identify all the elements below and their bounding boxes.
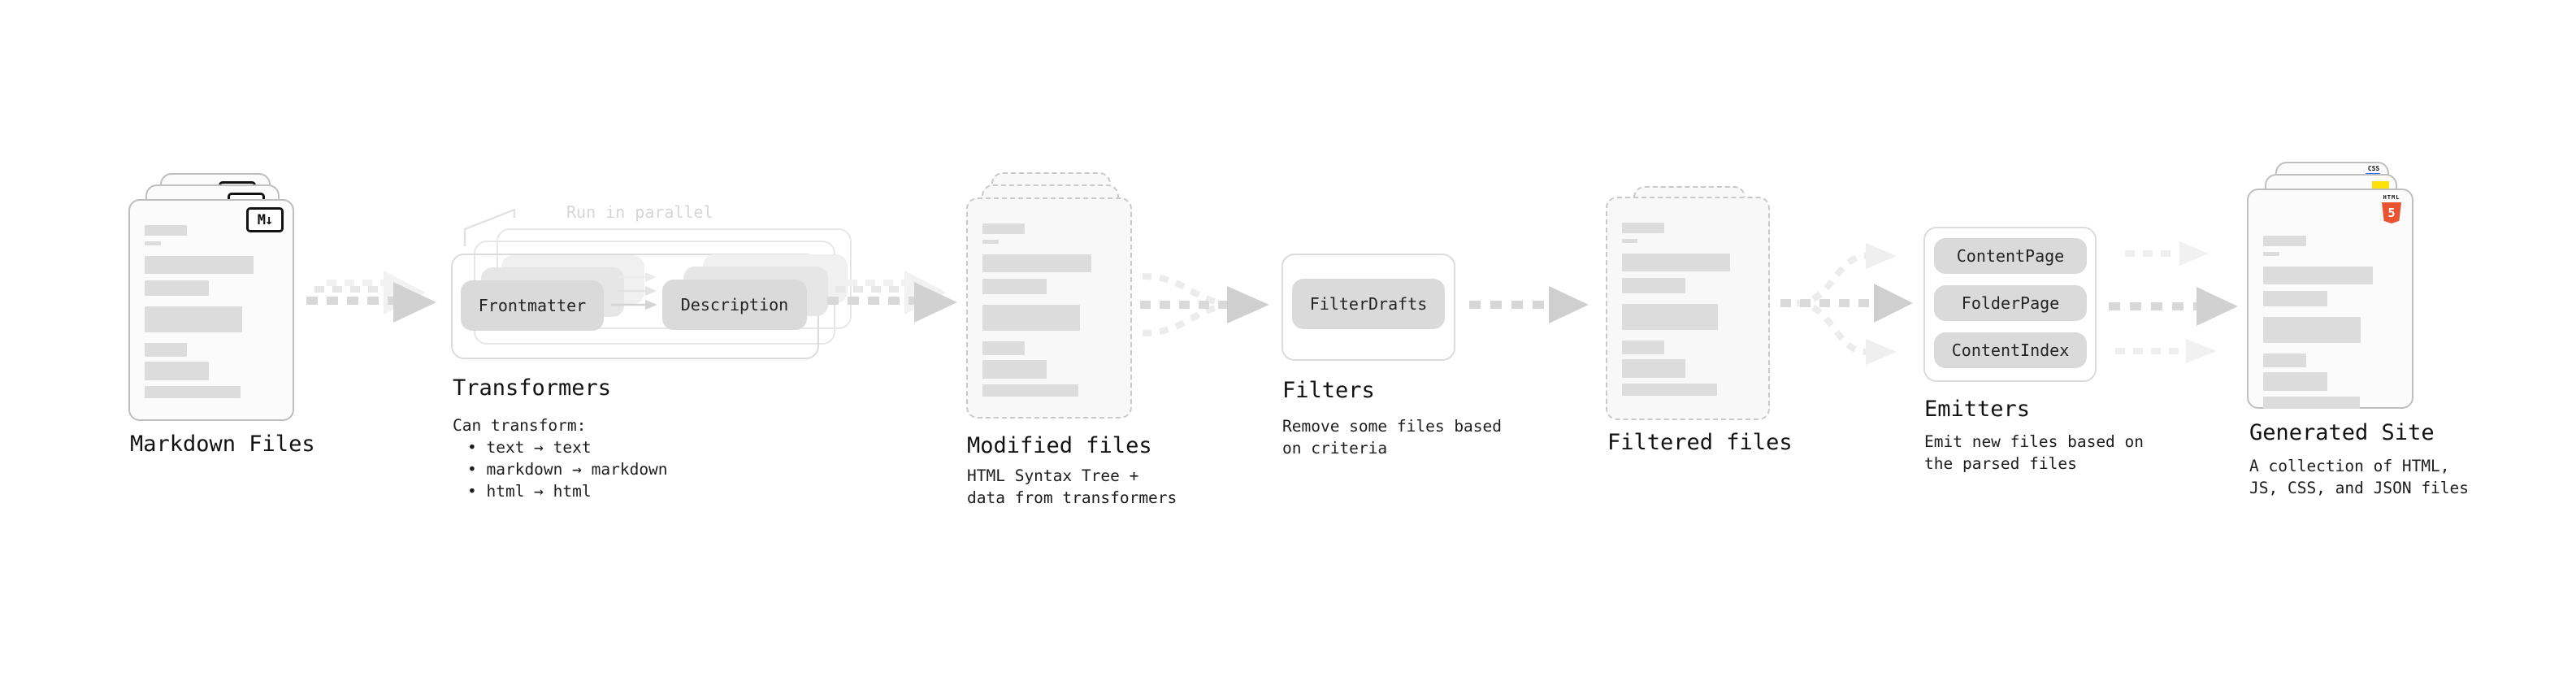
run-in-parallel-annotation: Run in parallel bbox=[566, 202, 713, 222]
emitter-pill-folderpage: FolderPage bbox=[1934, 285, 2087, 321]
generated-site-label: Generated Site bbox=[2249, 420, 2435, 445]
transformer-pill-frontmatter: Frontmatter bbox=[461, 280, 604, 331]
modified-files-description: HTML Syntax Tree + data from transformer… bbox=[967, 465, 1177, 509]
markdown-file-card-front: M↓ bbox=[128, 199, 294, 421]
callout-line-icon bbox=[463, 208, 516, 246]
emitters-label: Emitters bbox=[1924, 397, 2031, 422]
flow-arrow-stacked-icon bbox=[306, 271, 436, 323]
triple-arrow-icon bbox=[2109, 241, 2238, 363]
markdown-files-label: Markdown Files bbox=[130, 432, 315, 457]
bullet-html-to-html: • html → html bbox=[467, 482, 592, 501]
filters-desc-line1: Remove some files based bbox=[1282, 417, 1503, 436]
filtered-files-label: Filtered files bbox=[1607, 430, 1793, 455]
document-placeholder-lines bbox=[145, 225, 278, 398]
modified-files-desc-line2: data from transformers bbox=[967, 488, 1177, 507]
pill-arrows-icon bbox=[611, 272, 657, 310]
bullet-markdown-to-markdown: • markdown → markdown bbox=[467, 460, 668, 479]
generated-site-desc-line1: A collection of HTML, bbox=[2249, 457, 2450, 475]
modified-files-desc-line1: HTML Syntax Tree + bbox=[967, 466, 1139, 485]
can-transform-title: Can transform: bbox=[453, 416, 587, 435]
document-placeholder-lines bbox=[2263, 236, 2397, 409]
flow-arrow-icon bbox=[1469, 286, 1589, 323]
html-file-card: HTML 5 bbox=[2247, 189, 2413, 409]
merge-arrow-icon bbox=[1140, 273, 1269, 336]
filter-pill-filterdrafts: FilterDrafts bbox=[1292, 279, 1445, 329]
split-arrow-icon bbox=[1780, 243, 1913, 365]
filters-description: Remove some files based on criteria bbox=[1282, 415, 1502, 459]
transformer-pill-description: Description bbox=[662, 280, 807, 330]
html5-icon: HTML 5 bbox=[2381, 194, 2402, 223]
generated-site-description: A collection of HTML, JS, CSS, and JSON … bbox=[2249, 455, 2469, 499]
emitters-description: Emit new files based on the parsed files bbox=[1924, 431, 2144, 475]
transformers-description: Can transform: • text → text • markdown … bbox=[453, 414, 668, 502]
filtered-file-card-front bbox=[1606, 197, 1770, 420]
markdown-icon: M↓ bbox=[246, 207, 284, 232]
document-placeholder-lines bbox=[982, 223, 1116, 397]
document-placeholder-lines bbox=[1622, 223, 1754, 396]
emitter-pill-contentpage: ContentPage bbox=[1934, 238, 2087, 274]
emitters-desc-line2: the parsed files bbox=[1924, 454, 2077, 473]
emitter-pill-contentindex: ContentIndex bbox=[1934, 332, 2087, 368]
generated-site-desc-line2: JS, CSS, and JSON files bbox=[2249, 479, 2470, 497]
transformers-label: Transformers bbox=[453, 375, 612, 401]
javascript-icon bbox=[2372, 181, 2389, 190]
filters-label: Filters bbox=[1282, 378, 1375, 403]
bullet-text-to-text: • text → text bbox=[467, 438, 592, 457]
filters-desc-line2: on criteria bbox=[1282, 439, 1388, 458]
flow-arrow-stacked-icon bbox=[827, 271, 957, 323]
modified-file-card-front bbox=[966, 197, 1132, 419]
modified-files-label: Modified files bbox=[967, 433, 1152, 458]
emitters-desc-line1: Emit new files based on bbox=[1924, 432, 2144, 451]
